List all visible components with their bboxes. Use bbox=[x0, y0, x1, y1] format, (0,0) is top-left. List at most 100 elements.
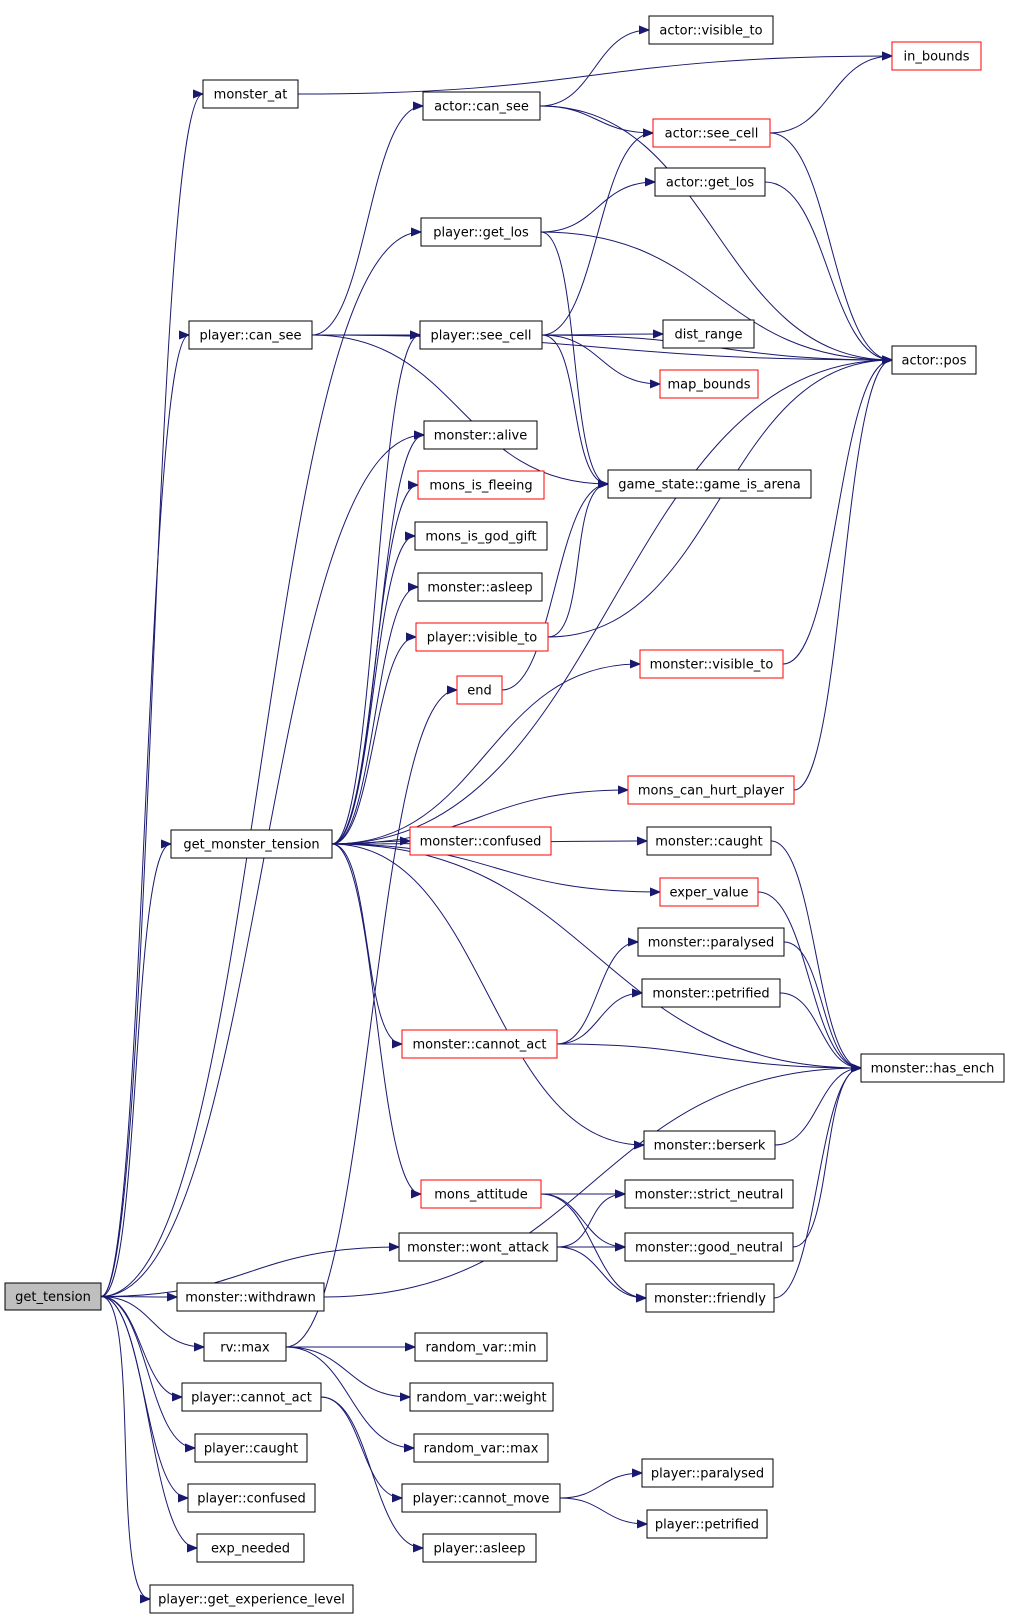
node-mons_attitude[interactable]: mons_attitude bbox=[420, 1179, 542, 1209]
node-actor_pos[interactable]: actor::pos bbox=[891, 345, 977, 375]
node-get_monster_tension[interactable]: get_monster_tension bbox=[170, 829, 333, 859]
node-box bbox=[419, 320, 543, 350]
node-box bbox=[194, 1433, 308, 1463]
node-in_bounds[interactable]: in_bounds bbox=[891, 41, 982, 71]
node-label: random_var::max bbox=[424, 1442, 539, 1457]
node-box bbox=[398, 1232, 558, 1262]
edge-get_monster_tension-to-monster_cannot_act bbox=[331, 843, 403, 1044]
node-monster_petrified[interactable]: monster::petrified bbox=[641, 978, 781, 1008]
node-label: monster::petrified bbox=[652, 987, 769, 1002]
node-box bbox=[891, 345, 977, 375]
node-random_var_max[interactable]: random_var::max bbox=[413, 1433, 549, 1463]
node-monster_at[interactable]: monster_at bbox=[202, 79, 299, 109]
node-label: monster::visible_to bbox=[650, 658, 774, 673]
node-monster_berserk[interactable]: monster::berserk bbox=[643, 1130, 776, 1160]
node-player_caught[interactable]: player::caught bbox=[194, 1433, 308, 1463]
edge-actor_get_los-to-actor_pos bbox=[764, 181, 892, 360]
edge-get_monster_tension-to-player_see_cell bbox=[331, 335, 421, 845]
edge-player_cannot_move-to-player_petrified bbox=[559, 1497, 647, 1524]
edge-monster_caught-to-monster_has_ench bbox=[770, 840, 861, 1068]
node-box bbox=[637, 927, 785, 957]
node-game_state_game_is_arena[interactable]: game_state::game_is_arena bbox=[607, 469, 812, 499]
edge-monster_paralysed-to-monster_has_ench bbox=[783, 941, 861, 1068]
node-label: monster::paralysed bbox=[648, 936, 774, 951]
node-monster_friendly[interactable]: monster::friendly bbox=[645, 1283, 775, 1313]
node-label: exper_value bbox=[669, 886, 748, 901]
node-label: get_monster_tension bbox=[183, 838, 319, 853]
edge-monster_good_neutral-to-monster_has_ench bbox=[792, 1068, 861, 1248]
node-box bbox=[409, 1382, 554, 1412]
node-actor_get_los[interactable]: actor::get_los bbox=[654, 167, 766, 197]
node-label: player::get_los bbox=[433, 226, 529, 241]
node-label: get_tension bbox=[15, 1290, 91, 1305]
node-monster_good_neutral[interactable]: monster::good_neutral bbox=[624, 1232, 794, 1262]
node-mons_can_hurt_player[interactable]: mons_can_hurt_player bbox=[627, 775, 795, 805]
node-player_visible_to[interactable]: player::visible_to bbox=[415, 622, 549, 652]
node-monster_cannot_act[interactable]: monster::cannot_act bbox=[401, 1029, 558, 1059]
node-monster_confused[interactable]: monster::confused bbox=[409, 826, 552, 856]
node-label: player::cannot_move bbox=[413, 1492, 550, 1507]
node-monster_paralysed[interactable]: monster::paralysed bbox=[637, 927, 785, 957]
node-box bbox=[401, 1483, 561, 1513]
node-monster_strict_neutral[interactable]: monster::strict_neutral bbox=[624, 1179, 794, 1209]
node-rv_max[interactable]: rv::max bbox=[203, 1332, 287, 1362]
edge-get_tension-to-player_caught bbox=[100, 1296, 195, 1449]
node-monster_caught[interactable]: monster::caught bbox=[646, 826, 772, 856]
node-box bbox=[414, 521, 548, 551]
edge-player_cannot_act-to-player_cannot_move bbox=[320, 1396, 402, 1498]
edge-get_tension-to-rv_max bbox=[100, 1296, 204, 1348]
edge-layer bbox=[100, 30, 892, 1599]
node-box bbox=[181, 1382, 322, 1412]
node-mons_is_god_gift[interactable]: mons_is_god_gift bbox=[414, 521, 548, 551]
edge-player_see_cell-to-map_bounds bbox=[541, 334, 660, 384]
edge-get_monster_tension-to-mons_is_fleeing bbox=[331, 485, 419, 845]
node-box bbox=[188, 320, 313, 350]
node-end[interactable]: end bbox=[456, 675, 503, 705]
node-monster_visible_to[interactable]: monster::visible_to bbox=[639, 649, 784, 679]
node-player_asleep[interactable]: player::asleep bbox=[422, 1533, 537, 1563]
node-label: player::caught bbox=[204, 1442, 298, 1457]
node-monster_has_ench[interactable]: monster::has_ench bbox=[860, 1053, 1005, 1083]
node-map_bounds[interactable]: map_bounds bbox=[659, 369, 759, 399]
node-mons_is_fleeing[interactable]: mons_is_fleeing bbox=[417, 470, 545, 500]
node-player_confused[interactable]: player::confused bbox=[187, 1483, 316, 1513]
edge-exper_value-to-monster_has_ench bbox=[757, 891, 861, 1068]
node-box bbox=[646, 826, 772, 856]
node-player_get_experience_level[interactable]: player::get_experience_level bbox=[149, 1584, 354, 1614]
node-player_cannot_move[interactable]: player::cannot_move bbox=[401, 1483, 561, 1513]
node-label: monster::friendly bbox=[654, 1292, 766, 1307]
node-monster_asleep[interactable]: monster::asleep bbox=[417, 572, 543, 602]
edge-monster_cannot_act-to-monster_has_ench bbox=[556, 1043, 861, 1068]
node-exper_value[interactable]: exper_value bbox=[659, 877, 759, 907]
node-actor_visible_to[interactable]: actor::visible_to bbox=[648, 15, 774, 45]
node-player_see_cell[interactable]: player::see_cell bbox=[419, 320, 543, 350]
node-actor_can_see[interactable]: actor::can_see bbox=[422, 91, 541, 121]
node-label: monster::good_neutral bbox=[635, 1241, 783, 1256]
node-box bbox=[659, 369, 759, 399]
node-label: player::cannot_act bbox=[191, 1391, 312, 1406]
node-dist_range[interactable]: dist_range bbox=[662, 319, 755, 349]
edge-get_monster_tension-to-monster_asleep bbox=[331, 587, 418, 845]
node-get_tension: get_tension bbox=[4, 1282, 102, 1311]
node-label: player::confused bbox=[197, 1492, 306, 1507]
node-player_paralysed[interactable]: player::paralysed bbox=[641, 1458, 774, 1488]
node-exp_needed[interactable]: exp_needed bbox=[196, 1533, 305, 1563]
edge-get_tension-to-monster_withdrawn bbox=[100, 1297, 177, 1298]
node-label: player::petrified bbox=[655, 1518, 759, 1533]
node-random_var_weight[interactable]: random_var::weight bbox=[409, 1382, 554, 1412]
node-monster_wont_attack[interactable]: monster::wont_attack bbox=[398, 1232, 558, 1262]
node-box bbox=[187, 1483, 316, 1513]
node-label: monster::berserk bbox=[654, 1139, 766, 1154]
node-monster_withdrawn[interactable]: monster::withdrawn bbox=[176, 1282, 325, 1312]
node-label: monster_at bbox=[214, 88, 288, 103]
edge-monster_wont_attack-to-monster_strict_neutral bbox=[556, 1194, 625, 1248]
node-player_petrified[interactable]: player::petrified bbox=[646, 1509, 768, 1539]
node-player_get_los[interactable]: player::get_los bbox=[420, 217, 542, 247]
node-random_var_min[interactable]: random_var::min bbox=[414, 1332, 548, 1362]
node-monster_alive[interactable]: monster::alive bbox=[423, 420, 538, 450]
node-player_cannot_act[interactable]: player::cannot_act bbox=[181, 1382, 322, 1412]
node-label: dist_range bbox=[674, 328, 742, 343]
node-player_can_see[interactable]: player::can_see bbox=[188, 320, 313, 350]
edge-get_tension-to-monster_at bbox=[100, 94, 204, 1297]
node-actor_see_cell[interactable]: actor::see_cell bbox=[652, 118, 771, 148]
